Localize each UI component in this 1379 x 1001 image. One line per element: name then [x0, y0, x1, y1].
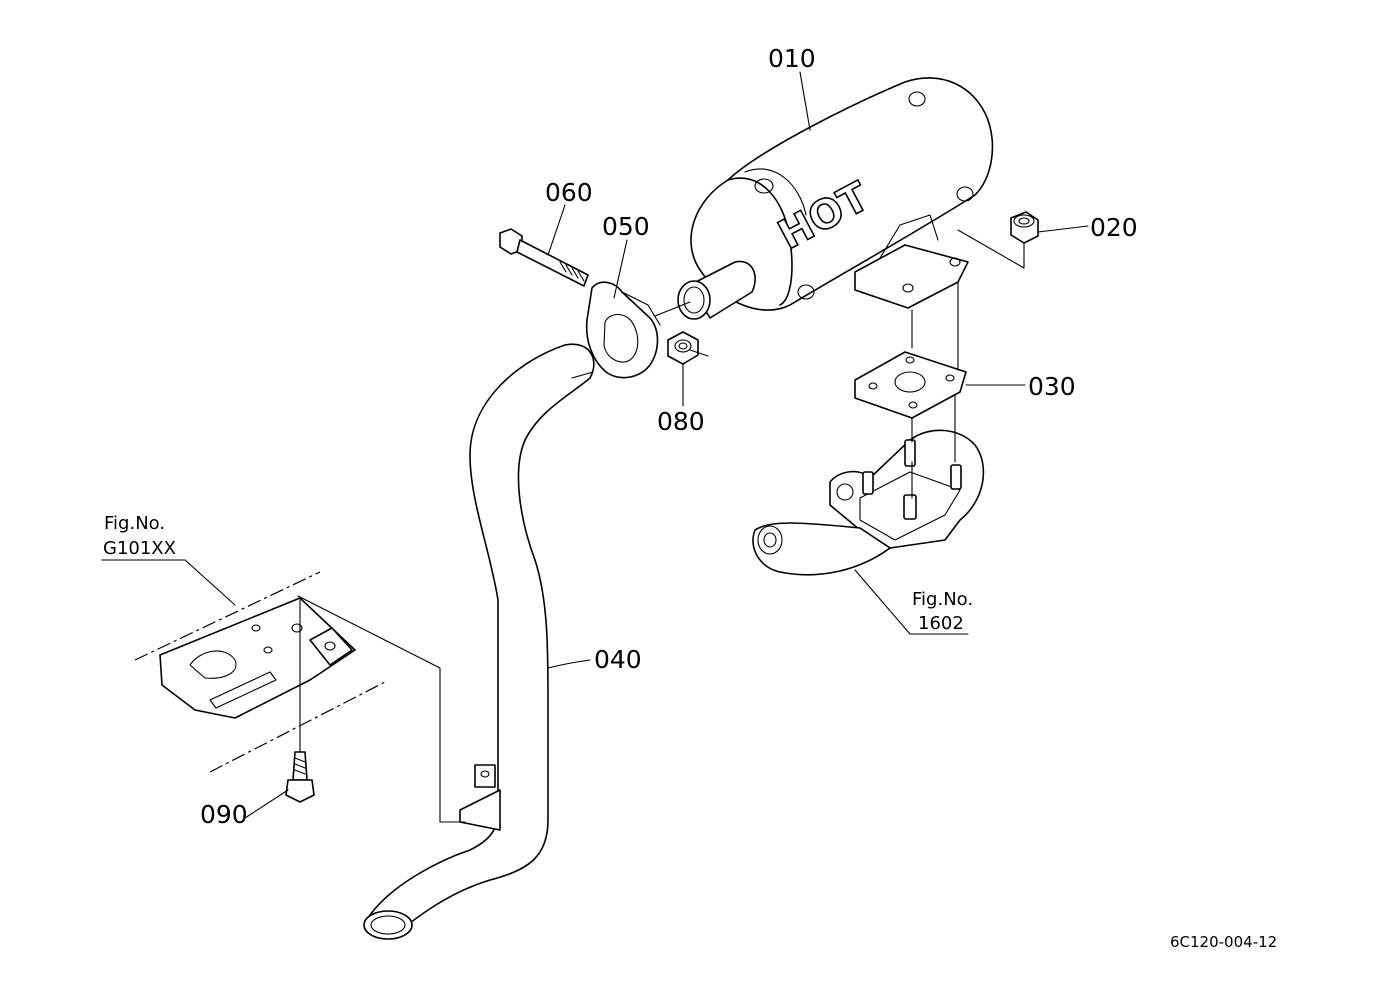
muffler: HOT	[677, 77, 994, 320]
fig-ref-left-number: G101XX	[103, 538, 176, 559]
assembly-lines	[297, 229, 1025, 823]
pipe-clamp	[585, 281, 661, 379]
flange-bolt	[285, 751, 315, 803]
fig-ref-left-prefix: Fig.No.	[104, 513, 165, 534]
callout-040: 040	[594, 645, 642, 674]
flange-nut	[1010, 211, 1039, 244]
drawing-id: 6C120-004-12	[1170, 933, 1277, 951]
callout-010: 010	[768, 44, 816, 73]
callout-090: 090	[200, 800, 248, 829]
callout-080: 080	[657, 407, 705, 436]
callout-030: 030	[1028, 372, 1076, 401]
fig-ref-right-number: 1602	[918, 613, 964, 634]
exhaust-manifold	[752, 429, 985, 576]
hex-nut	[667, 331, 699, 365]
callout-060: 060	[545, 178, 593, 207]
leader-lines	[101, 71, 1089, 819]
fig-ref-right-prefix: Fig.No.	[912, 589, 973, 610]
frame-bracket	[134, 571, 386, 773]
gasket	[854, 351, 967, 419]
callout-020: 020	[1090, 213, 1138, 242]
callout-050: 050	[602, 212, 650, 241]
hex-bolt	[499, 228, 589, 287]
tail-pipe	[363, 343, 595, 940]
